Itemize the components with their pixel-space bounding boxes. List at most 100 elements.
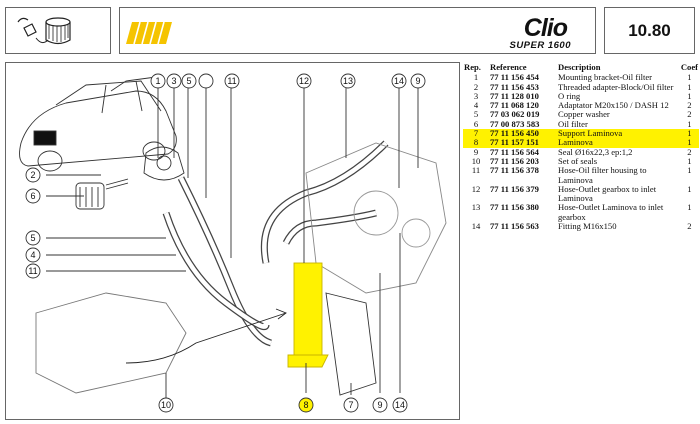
cell-rep: 11: [471, 165, 481, 176]
table-row: 1 77 11 156 454 Mounting bracket-Oil filte…: [463, 72, 699, 83]
oil-filter-icon: [17, 17, 71, 45]
threaded-adapter: [105, 178, 129, 190]
col-rep: Rep.: [464, 62, 481, 72]
callout-4: 4: [30, 250, 35, 260]
table-row: 2 77 11 156 453 Threaded adapter-Block/Oil…: [463, 81, 699, 92]
parts-table: Rep. Reference Description Coef 1 77 11 1…: [463, 62, 699, 232]
car-outline: [19, 90, 177, 167]
cell-coef: 1: [687, 81, 692, 92]
cell-desc: Copper washer: [558, 109, 610, 120]
cell-desc: Hose-Oil filter housing to Laminova: [558, 165, 647, 185]
cell-ref: 77 11 156 450: [489, 128, 557, 139]
cell-rep: 6: [473, 118, 479, 129]
cell-ref: 77 11 156 563: [490, 221, 539, 232]
cell-desc: Threaded adapter-Block/Oil filter: [558, 81, 674, 92]
cell-rep: 14: [471, 221, 481, 232]
cell-rep: 9: [473, 146, 479, 157]
cell-ref: 77 00 873 583: [490, 118, 540, 129]
col-description: Description: [558, 62, 601, 72]
callout-9: 9: [415, 76, 420, 86]
super-1600-logo: SUPER 1600: [509, 40, 571, 51]
callout-1: 1: [155, 76, 160, 86]
cell-desc: Fitting M16x150: [558, 221, 617, 232]
table-row: 11 77 11 156 378 Hose-Oil filter housing t…: [463, 166, 699, 185]
callout-12: 12: [299, 76, 309, 86]
callout-14: 14: [394, 76, 404, 86]
callout-8: 8: [303, 400, 308, 410]
laminova-highlighted: [293, 262, 323, 362]
callout-11-left: 11: [28, 266, 37, 276]
cell-rep: 3: [473, 90, 479, 101]
cell-desc: Hose-Outlet Laminova to inlet gearbox: [558, 202, 664, 222]
cell-desc: Adaptator M20x150 / DASH 12: [558, 100, 669, 111]
support-laminova: [325, 292, 377, 396]
cell-coef: 2: [687, 146, 692, 157]
callout-5: 5: [186, 76, 191, 86]
cell-ref: 77 11 068 120: [490, 100, 539, 111]
callout-13: 13: [343, 76, 353, 86]
stripe-logo-icon: [126, 21, 172, 45]
cell-coef: 1: [679, 138, 699, 148]
cell-coef: 1: [687, 183, 692, 194]
callout-7: 7: [348, 400, 353, 410]
cell-coef: 2: [687, 221, 692, 232]
cell-rep: 5: [473, 109, 479, 120]
gearbox: [305, 142, 447, 294]
cell-desc: Set of seals: [558, 155, 598, 166]
cell-ref: 77 11 156 564: [490, 146, 539, 157]
table-row: 3 77 11 128 010 O ring 1: [463, 90, 699, 101]
cell-rep: 7: [463, 128, 489, 139]
cell-rep: 10: [471, 155, 481, 166]
filter-bracket: [143, 146, 185, 181]
parts-table-header: Rep. Reference Description Coef: [463, 62, 699, 73]
cell-desc: Oil filter: [558, 118, 588, 129]
diagram-drawing: 1 3 5 11 12 13 14 9 2 6 5 4 11 10 8 7 9 …: [19, 73, 447, 413]
cell-ref: 77 11 156 454: [490, 72, 539, 83]
cell-desc: Mounting bracket-Oil filter: [558, 72, 653, 83]
engine-block-detail: [35, 292, 187, 394]
clio-logo: Clio: [523, 14, 568, 42]
table-row: 9 77 11 156 564 Seal Ø16x22,3 ep:1,2 2: [463, 146, 699, 157]
cell-coef: 2: [687, 100, 692, 111]
cell-coef: 1: [687, 72, 692, 83]
callout-5-left: 5: [30, 233, 35, 243]
cell-coef: 1: [687, 90, 692, 101]
callout-14-bottom: 14: [395, 400, 405, 410]
cell-coef: 1: [687, 202, 692, 213]
cell-ref: 77 11 156 203: [490, 155, 539, 166]
cell-coef: 1: [687, 118, 692, 129]
cell-desc: Laminova: [557, 138, 680, 148]
cell-desc: Hose-Outlet gearbox to inlet Laminova: [558, 183, 657, 204]
cell-ref: 77 11 156 380: [490, 202, 539, 213]
callout-3: 3: [171, 76, 176, 86]
cell-rep: 8: [463, 138, 489, 148]
cell-ref: 77 11 128 010: [490, 90, 539, 101]
cell-rep: 1: [473, 72, 479, 83]
exploded-diagram: 1 3 5 11 12 13 14 9 2 6 5 4 11 10 8 7 9 …: [5, 62, 460, 420]
header-icon-box: [5, 7, 111, 54]
callout-10: 10: [161, 400, 171, 410]
table-row: 4 77 11 068 120 Adaptator M20x150 / DASH 1…: [463, 100, 699, 111]
cell-rep: 12: [471, 183, 481, 194]
cell-rep: 4: [473, 100, 479, 111]
cell-desc: O ring: [558, 90, 581, 101]
cell-coef: 1: [679, 128, 699, 139]
callout-2: 2: [30, 170, 35, 180]
table-row: 14 77 11 156 563 Fitting M16x150 2: [463, 221, 699, 232]
col-coef: Coef: [680, 62, 698, 72]
header-brand-box: Clio SUPER 1600: [119, 7, 596, 54]
cell-desc: Support Laminova: [557, 128, 680, 139]
cell-ref: 77 11 156 453: [490, 81, 539, 92]
cell-desc: Seal Ø16x22,3 ep:1,2: [558, 146, 633, 157]
table-row: 10 77 11 156 203 Set of seals 1: [463, 155, 699, 166]
cell-ref: 77 11 157 151: [489, 138, 557, 148]
cell-rep: 2: [473, 81, 479, 92]
col-reference: Reference: [490, 62, 527, 72]
table-row: 6 77 00 873 583 Oil filter 1: [463, 118, 699, 129]
cell-ref: 77 11 156 378: [490, 165, 539, 176]
cell-coef: 1: [687, 155, 692, 166]
